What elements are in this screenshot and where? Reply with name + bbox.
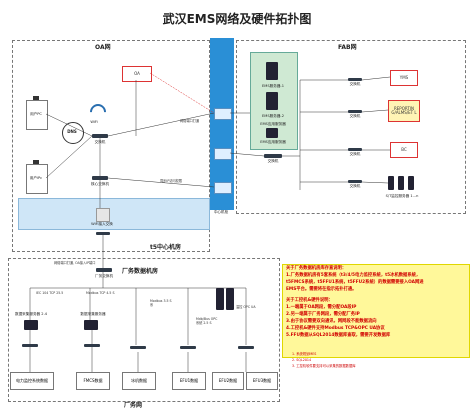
fct-label: 温控 OPC UA: [236, 305, 256, 309]
bottom-switch-4-icon: [180, 346, 196, 349]
bottom-switch-2-icon: [84, 344, 100, 347]
user-ipc-node: [26, 164, 48, 194]
factory-switch-icon: [96, 268, 112, 272]
port-note-1: 网络端口打通: [180, 119, 200, 123]
bottom-box-2: FMCS数据: [76, 372, 110, 390]
fab-zone-label: FAB网: [338, 44, 357, 51]
ems-server-1-label: EMS服务器-1: [261, 84, 285, 88]
collector-2-icon: [84, 320, 98, 330]
ems-server-1-icon: [266, 62, 278, 80]
dataroom-title: 关于厂务数据机房库存直说明：: [286, 266, 347, 271]
collector-1-icon: [24, 320, 38, 330]
user-pc-stand: [33, 96, 39, 100]
fab-switch-4-icon: [348, 180, 362, 183]
sensor-server-3-icon: [408, 176, 414, 190]
fab-switch-2-icon: [348, 110, 362, 113]
notes-box: [282, 264, 470, 358]
rack-2-icon: [226, 288, 234, 310]
bottom-box-1: 电力监控系统数据: [10, 372, 54, 390]
bottom-box-4: EFU1数据: [172, 372, 206, 390]
bottom-switch-5-icon: [238, 346, 254, 349]
fab-switch-4-label: 交换机: [349, 184, 361, 188]
central-cabinet-label: 中心机柜: [213, 210, 229, 214]
fab-main-switch-label: 交换机: [267, 159, 279, 163]
fab-zone: [236, 40, 466, 214]
modbus-label: Modbus 3.5 S系: [150, 299, 172, 307]
sensor-server-2-icon: [398, 176, 404, 190]
central-cabinet-bar: [210, 38, 234, 210]
dns-label: DNS: [67, 129, 77, 134]
small-note-3: 3. 工控机软件要支持可以采集的数据数据库: [292, 364, 356, 368]
industrial-line-2: 2.另一端属于厂务网段，需分配厂务IP: [286, 312, 360, 317]
collector-1-label: 数据采集服务器 2.4: [14, 312, 47, 316]
dataroom-line-3: EMS平台。需要将在指示拓扑打通。: [286, 287, 357, 292]
fab-main-switch-icon: [264, 154, 282, 158]
t5-band: [18, 198, 210, 230]
user-pc-label: 用户PC: [30, 112, 42, 116]
industrial-line-1: 1.一端属于OA网段，需分配OA段IP: [286, 305, 357, 310]
ems-app-label: EMS应用服务器: [260, 122, 286, 126]
fab-switch-3-icon: [348, 148, 362, 151]
fab-switch-1-label: 交换机: [349, 82, 361, 86]
user-pc-node: [26, 100, 48, 130]
t5-switch-icon: [96, 232, 110, 235]
router-1-icon: [214, 108, 232, 120]
router-2-icon: [214, 148, 232, 160]
sensor-label: S/T监控服务器 1...n: [385, 194, 419, 198]
industrial-line-4: 4.工控机&硬件支持Modbus TCP&OPC UA协议: [286, 326, 385, 331]
ems-web-icon: [266, 128, 278, 138]
ems-server-2-label: EMS服务器-2: [261, 114, 285, 118]
factory-room-zone: [8, 258, 280, 402]
core-switch-icon: [92, 176, 108, 180]
dataroom-line-1: 1.厂务数据机房有5套系统（t3/4/5电力监控系统，t5冰机数据系统，: [286, 273, 421, 278]
collector-2-label: 数据采集服务器: [80, 312, 106, 316]
t5-zone-label: t5中心机房: [150, 244, 182, 251]
small-note-1: 1. 系统规划MES: [292, 352, 317, 356]
factory-room-label: 厂务数据机房: [122, 268, 159, 275]
dataroom-line-2: t5FMCS系统，t5FFU1系统，t5FFU2系统）的数据需要接入OA网进: [286, 280, 424, 285]
user-ipc-label: 用户iPc: [29, 176, 43, 180]
router-3-icon: [214, 182, 232, 194]
user-ipc-stand: [33, 160, 39, 164]
firewall-label: WiFi接入交换: [91, 222, 113, 226]
bottom-switch-3-icon: [130, 346, 146, 349]
wifi-label: WiFi: [90, 120, 98, 124]
opc-label: Mdb/Bus OPC 系统 2.5 S: [196, 317, 218, 325]
fab-switch-1-icon: [348, 78, 362, 81]
oa-ip-note: 网络端口打通, OA接入IP端口: [54, 261, 96, 265]
industrial-title: 关于工控机&硬件说明：: [286, 298, 333, 303]
iec-label: IEC 104 TCP 25.5: [36, 291, 64, 295]
bottom-box-6: EFU3数据: [246, 372, 278, 390]
oa-zone-label: OA网: [95, 44, 111, 51]
fab-switch-3-label: 交换机: [349, 152, 361, 156]
dns-globe-icon: [62, 122, 84, 144]
ems-web-label: EMS应用服务器: [260, 140, 286, 144]
bc-node: BC: [390, 142, 418, 158]
industrial-line-3: 3.由于协议需要双向通讯，网网段不能数据流向: [286, 319, 377, 324]
sensor-server-1-icon: [388, 176, 394, 190]
factory-switch-label: 厂务交换机: [95, 274, 113, 278]
ems-server-2-icon: [266, 92, 278, 110]
bottom-switch-1-icon: [22, 344, 38, 347]
factory-net-label: 厂务网: [124, 402, 143, 409]
oa-node: OA: [122, 66, 152, 82]
oa-zone: [12, 40, 210, 252]
diagram-title: 武汉EMS网络及硬件拓扑图: [162, 12, 312, 26]
fab-switch-2-label: 交换机: [349, 114, 361, 118]
industrial-line-5: 5.FFU数据从SQL2014数据库查取，需要开发数据库: [286, 333, 391, 338]
modbus-tcp-label: Modbus TCP 4.5 S: [86, 291, 115, 295]
firewall-icon: [96, 208, 110, 222]
yms-node: YMS: [390, 70, 418, 86]
rack-1-icon: [216, 288, 224, 310]
bottom-box-5: EFU2数据: [212, 372, 244, 390]
small-note-2: 2. SQL2014: [292, 358, 312, 362]
bottom-box-3: 冰机数据: [122, 372, 156, 390]
oa-switch-icon: [92, 134, 108, 138]
reporting-node: REPORTIN G/ALMS/ET L: [388, 100, 420, 122]
port-note-2: 同步IP访问权限: [160, 179, 182, 183]
